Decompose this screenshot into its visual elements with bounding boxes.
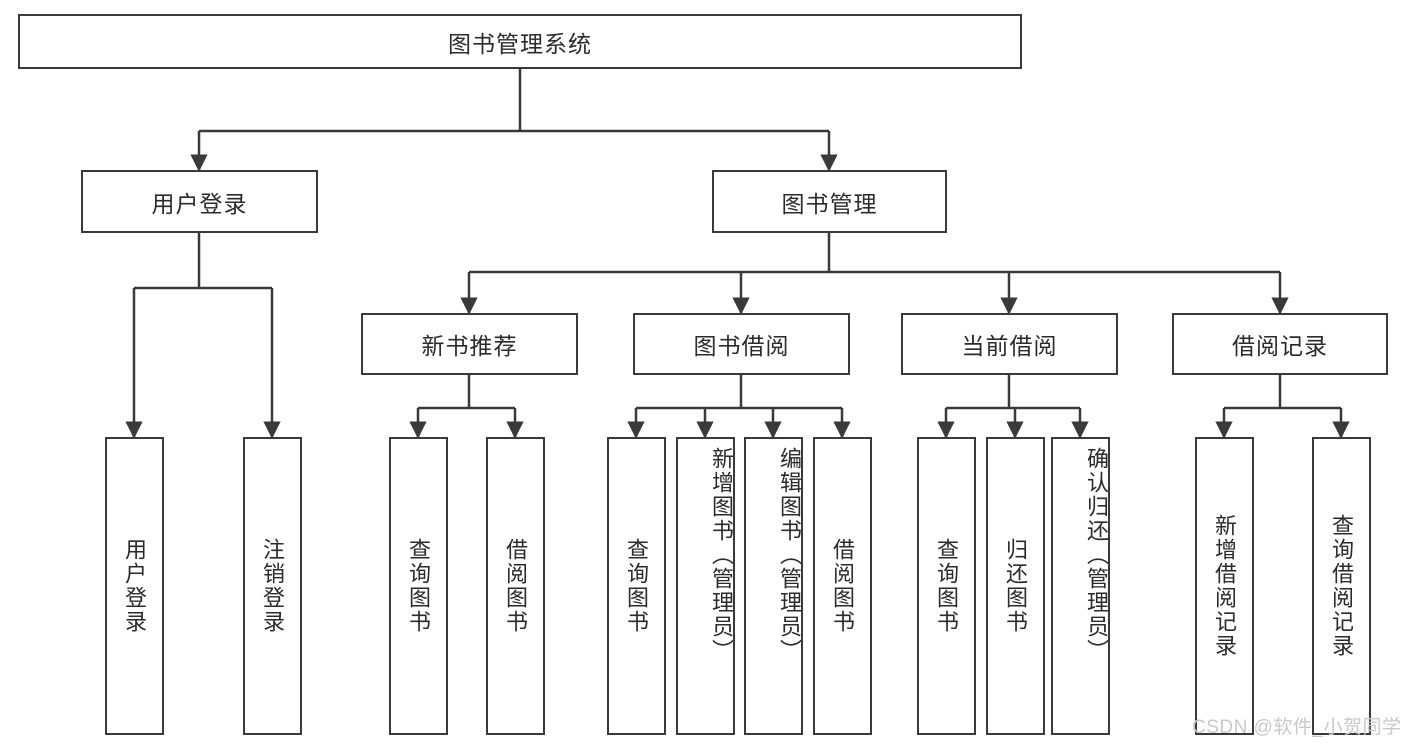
node-label: 借阅图书 [503,538,529,634]
node-level3-当前借阅[interactable]: 当前借阅 [901,313,1118,375]
node-level3-图书借阅[interactable]: 图书借阅 [633,313,850,375]
node-label: 确认归还（管理员） [1084,447,1109,663]
node-level2-用户登录[interactable]: 用户登录 [81,170,318,233]
node-leaf-查询借阅记录[interactable]: 查询借阅记录 [1312,437,1371,735]
node-label: 查询图书 [406,538,432,634]
node-label: 查询图书 [934,538,960,634]
node-leaf-新增借阅记录[interactable]: 新增借阅记录 [1195,437,1254,735]
node-level3-借阅记录[interactable]: 借阅记录 [1172,313,1388,375]
node-leaf-查询图书[interactable]: 查询图书 [917,437,976,735]
node-label: 注销登录 [260,538,286,634]
node-label: 图书管理系统 [448,30,592,57]
node-leaf-归还图书[interactable]: 归还图书 [986,437,1045,735]
node-label: 当前借阅 [961,333,1058,359]
node-label: 编辑图书（管理员） [777,447,802,663]
node-leaf-确认归还管理员[interactable]: 确认归还（管理员） [1051,437,1110,735]
node-label: 新增图书（管理员） [709,447,734,663]
node-label: 用户登录 [122,538,148,634]
node-leaf-借阅图书[interactable]: 借阅图书 [486,437,545,735]
node-level2-图书管理[interactable]: 图书管理 [712,170,947,233]
node-leaf-查询图书[interactable]: 查询图书 [607,437,666,735]
node-label: 查询借阅记录 [1329,514,1355,658]
csdn-watermark: CSDN @软件_小贺同学 [1192,717,1402,738]
node-label: 用户登录 [151,190,248,217]
node-label: 图书借阅 [693,333,790,359]
node-label: 图书管理 [781,190,878,217]
node-label: 查询图书 [624,538,650,634]
node-leaf-查询图书[interactable]: 查询图书 [389,437,448,735]
node-level3-新书推荐[interactable]: 新书推荐 [361,313,578,375]
node-leaf-新增图书管理员[interactable]: 新增图书（管理员） [676,437,735,735]
node-root-图书管理系统[interactable]: 图书管理系统 [18,14,1022,69]
node-leaf-注销登录[interactable]: 注销登录 [243,437,302,735]
node-leaf-借阅图书[interactable]: 借阅图书 [813,437,872,735]
node-label: 借阅图书 [830,538,856,634]
node-label: 新增借阅记录 [1212,514,1238,658]
node-label: 借阅记录 [1232,333,1328,359]
node-leaf-用户登录[interactable]: 用户登录 [105,437,164,735]
node-label: 新书推荐 [421,333,518,359]
node-leaf-编辑图书管理员[interactable]: 编辑图书（管理员） [744,437,803,735]
node-label: 归还图书 [1003,538,1029,634]
